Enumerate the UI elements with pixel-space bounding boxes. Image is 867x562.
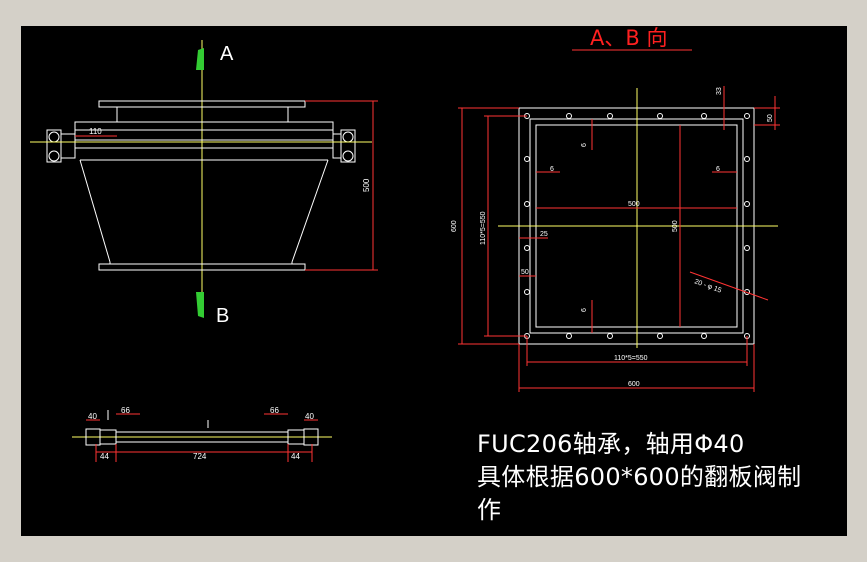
hole-callout: 20 - φ 15 [693, 278, 722, 294]
plan-view: 600 110*5=550 50 33 500 500 6 6 6 [451, 49, 780, 392]
section-mark-a: A [220, 43, 234, 65]
note-line: 作 [477, 496, 502, 524]
dim-gap-6c: 6 [716, 166, 720, 173]
dim-height: 500 [362, 178, 371, 192]
section-arrow-b [196, 292, 204, 318]
shaft-dim-left-66: 66 [121, 406, 130, 415]
shaft-dim-left-44: 44 [100, 452, 109, 461]
dim-gap-6a: 6 [581, 143, 588, 147]
shaft-dim-overall: 724 [193, 452, 207, 461]
drawing-canvas[interactable] [21, 26, 847, 536]
note-line: 具体根据600*600的翻板阀制 [477, 463, 802, 491]
dim-inner-height: 500 [672, 220, 679, 232]
side-view: A B [30, 40, 378, 327]
shaft-dim-left-40: 40 [88, 412, 97, 421]
dim-bottom-total: 600 [628, 381, 640, 388]
dim-inner-width: 500 [628, 201, 640, 208]
dim-offset-50: 50 [521, 269, 529, 276]
shaft-dim-right-66: 66 [270, 406, 279, 415]
dim-top-edge: 33 [716, 87, 723, 95]
shaft-view: 40 66 66 40 44 724 44 [72, 406, 332, 462]
dim-bottom-bolt: 110*5=550 [614, 355, 648, 362]
dim-gap-6b: 6 [550, 166, 554, 173]
note-line: FUC206轴承，轴用Φ40 [477, 430, 745, 458]
view-title: A、B 向 [590, 26, 668, 50]
shaft-dim-right-44: 44 [291, 452, 300, 461]
note-block: FUC206轴承，轴用Φ40 具体根据600*600的翻板阀制 作 [477, 428, 801, 527]
dim-offset-25: 25 [540, 231, 548, 238]
dim-gap-6d: 6 [581, 308, 588, 312]
dim-flange-width: 110 [89, 127, 102, 136]
section-mark-b: B [216, 305, 229, 327]
dim-left-total: 600 [451, 220, 458, 232]
dim-top-flange: 50 [767, 114, 774, 122]
dim-left-bolt: 110*5=550 [480, 211, 487, 245]
section-arrow-a [196, 48, 204, 70]
shaft-dim-right-40: 40 [305, 412, 314, 421]
